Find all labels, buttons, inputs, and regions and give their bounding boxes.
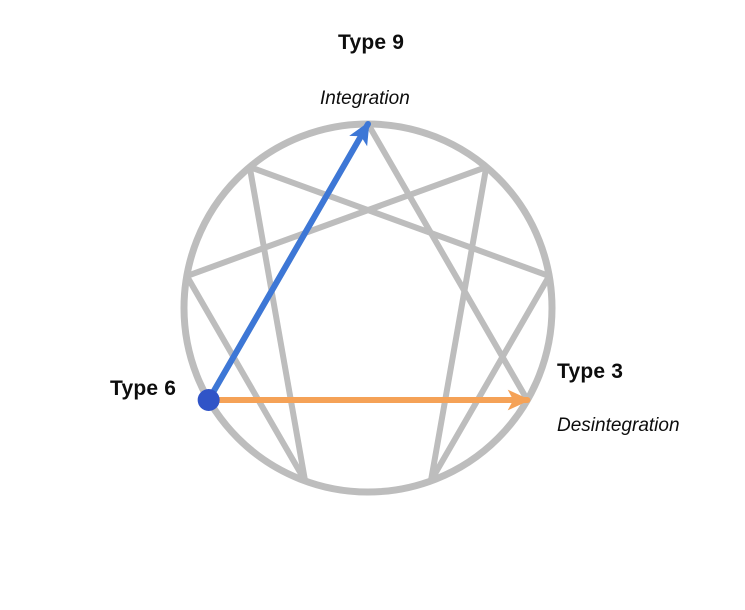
type6-origin-marker [197, 389, 220, 411]
type-6-label: Type 6 [110, 377, 177, 400]
integration-label: Integration [320, 88, 410, 109]
enneagram-circle [180, 120, 556, 496]
integration-arrow [205, 121, 371, 403]
type-9-label: Type 9 [338, 31, 405, 54]
desintegration-label: Desintegration [557, 415, 680, 436]
type-3-label: Type 3 [557, 360, 624, 383]
enneagram-inner-hexad [183, 164, 553, 484]
